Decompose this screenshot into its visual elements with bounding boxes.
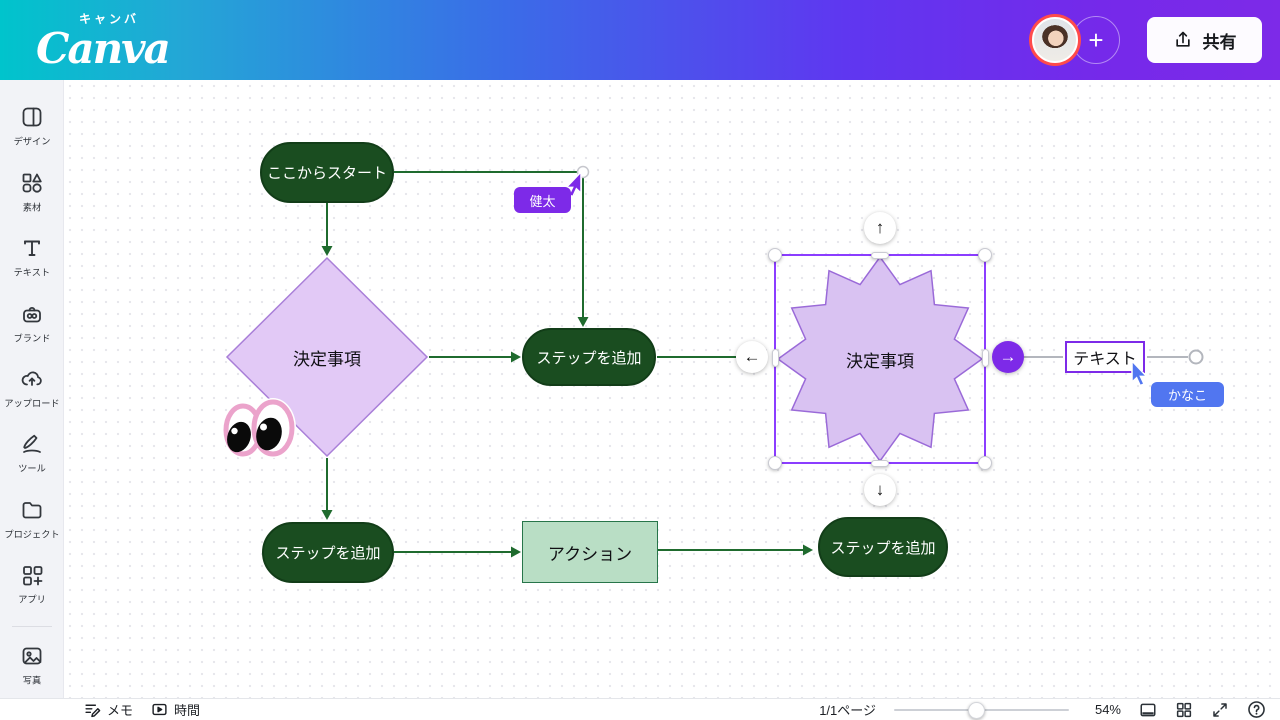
elements-icon	[22, 173, 42, 193]
timer-label: 時間	[174, 703, 201, 718]
selection-handle-left[interactable]	[771, 349, 779, 367]
page-indicator: 1/1ページ	[819, 703, 876, 718]
connect-right-button[interactable]: →	[992, 341, 1024, 373]
photos-icon	[22, 647, 41, 665]
sidebar-item-text[interactable]: テキスト	[2, 227, 62, 288]
connect-left-button[interactable]: ←	[736, 341, 768, 373]
zoom-slider[interactable]	[894, 701, 1069, 719]
projects-icon	[22, 501, 41, 519]
flow-node-step-bottom-left-label: ステップを追加	[275, 545, 381, 562]
share-button[interactable]: 共有	[1147, 17, 1262, 63]
collaborator-tag-kenta: 健太	[514, 187, 571, 213]
upload-icon	[21, 371, 42, 386]
sidebar-item-photos[interactable]: 写真	[2, 635, 62, 696]
flow-node-step-middle-label: ステップを追加	[536, 349, 642, 367]
selection-handle-bottom[interactable]	[871, 459, 889, 467]
user-avatar[interactable]	[1029, 14, 1081, 66]
flow-node-step-bottom-left[interactable]: ステップを追加	[262, 522, 394, 583]
notes-label: メモ	[107, 703, 134, 718]
notes-button[interactable]: メモ	[84, 700, 133, 719]
zoom-level: 54%	[1094, 702, 1121, 717]
notes-icon	[85, 704, 101, 718]
canva-logo-sub: キャンバ	[78, 12, 139, 26]
arrow-up-icon: ↑	[875, 218, 885, 237]
brand-icon	[22, 306, 41, 322]
apps-icon	[22, 566, 42, 586]
selection-handle-top[interactable]	[871, 251, 889, 259]
sidebar-item-uploads[interactable]: アップロード	[2, 358, 62, 419]
flow-node-text-element-label: テキスト	[1073, 351, 1137, 368]
grid-view-button[interactable]	[1175, 701, 1193, 719]
timer-icon	[152, 703, 167, 716]
flow-node-action[interactable]: アクション	[522, 521, 658, 583]
selection-handle-right[interactable]	[981, 349, 989, 367]
export-icon	[1175, 31, 1190, 47]
canva-logo[interactable]: キャンバ Canva	[36, 10, 171, 73]
selection-box	[774, 254, 986, 464]
text-icon	[23, 240, 40, 257]
fullscreen-icon	[1213, 702, 1227, 717]
flow-node-start[interactable]: ここからスタート	[260, 142, 394, 203]
status-bar: メモ 時間 1/1ページ 54%	[0, 698, 1280, 720]
connect-up-button[interactable]: ↑	[864, 212, 896, 244]
fullscreen-button[interactable]	[1211, 701, 1229, 719]
arrow-left-icon: ←	[743, 347, 761, 366]
flow-node-action-label: アクション	[547, 544, 633, 564]
grid-view-icon	[1176, 702, 1192, 717]
flow-node-step-middle[interactable]: ステップを追加	[522, 328, 656, 386]
share-button-label: 共有	[1202, 32, 1237, 52]
sidebar-item-apps[interactable]: アプリ	[2, 554, 62, 615]
flow-node-step-bottom-right-label: ステップを追加	[830, 539, 936, 557]
sidebar: デザイン 素材 テキスト ブランド	[0, 80, 64, 700]
flow-node-step-bottom-right[interactable]: ステップを追加	[818, 517, 948, 577]
selection-handle-top-left[interactable]	[768, 248, 782, 262]
connect-down-button[interactable]: ↓	[864, 474, 896, 506]
selection-handle-bottom-right[interactable]	[978, 456, 992, 470]
collaborator-tag-kanako: かなこ	[1151, 382, 1224, 407]
design-icon	[22, 107, 41, 127]
plus-icon: +	[1088, 24, 1104, 55]
zoom-slider-knob[interactable]	[967, 701, 985, 719]
sidebar-item-tools[interactable]: ツール	[2, 423, 62, 484]
canva-logo-text: Canva	[36, 24, 171, 73]
tools-icon	[22, 435, 41, 454]
arrow-right-icon: →	[999, 347, 1017, 366]
flow-node-decision-diamond-label[interactable]: 決定事項	[293, 349, 361, 369]
selection-handle-top-right[interactable]	[978, 248, 992, 262]
sidebar-item-elements[interactable]: 素材	[2, 161, 62, 222]
flow-node-start-label: ここからスタート	[266, 165, 387, 182]
present-view-button[interactable]	[1139, 701, 1157, 719]
timer-button[interactable]: 時間	[151, 700, 200, 719]
sidebar-item-design[interactable]: デザイン	[2, 96, 62, 157]
flow-node-text-element[interactable]: テキスト	[1065, 341, 1145, 373]
selection-handle-bottom-left[interactable]	[768, 456, 782, 470]
arrow-down-icon: ↓	[875, 480, 885, 499]
sidebar-divider	[11, 625, 52, 627]
present-view-icon	[1140, 703, 1156, 716]
sidebar-item-brand[interactable]: ブランド	[2, 292, 62, 353]
help-button[interactable]	[1247, 700, 1266, 719]
help-icon	[1248, 701, 1265, 718]
sidebar-item-projects[interactable]: プロジェクト	[2, 489, 62, 550]
avatar-photo	[1032, 17, 1078, 63]
top-bar: キャンバ Canva + 共有	[0, 0, 1280, 80]
